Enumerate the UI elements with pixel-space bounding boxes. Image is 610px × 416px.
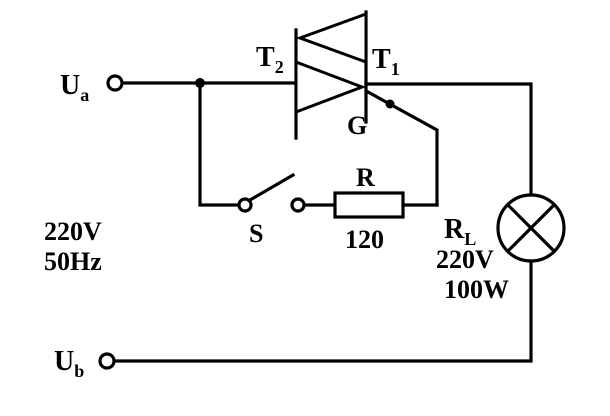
label-ua: Ua	[60, 70, 89, 105]
label-switch: S	[249, 219, 263, 248]
junction-dot-gate	[385, 99, 395, 109]
switch-contact-left	[237, 197, 253, 213]
label-lamp-main: R	[444, 214, 465, 245]
label-t1-main: T	[372, 44, 391, 75]
label-ub: Ub	[54, 346, 84, 381]
switch-lever	[247, 172, 296, 203]
label-lamp-voltage: 220V	[436, 245, 494, 274]
label-ua-sub: a	[80, 85, 89, 105]
label-lamp-sub: L	[464, 229, 476, 249]
wire-branch-to-switch	[198, 81, 241, 207]
label-resistor: R	[356, 163, 375, 192]
triac-triangle-t1	[294, 59, 367, 115]
label-t1: T1	[372, 44, 400, 79]
ua-terminal	[106, 74, 124, 92]
triac-triangle-t2	[295, 11, 368, 65]
label-supply-frequency: 50Hz	[44, 247, 102, 276]
switch-contact-right	[290, 197, 306, 213]
label-lamp: RL	[444, 214, 476, 249]
label-ub-sub: b	[74, 361, 84, 381]
wire-lamp-to-ub	[112, 259, 533, 363]
label-ub-main: U	[54, 346, 74, 377]
label-lamp-power: 100W	[444, 275, 509, 304]
label-ua-main: U	[60, 70, 80, 101]
label-t2-sub: 2	[275, 57, 284, 77]
label-t2: T2	[256, 42, 284, 77]
label-supply-voltage: 220V	[44, 217, 102, 246]
wire-triac-to-lamp	[364, 82, 533, 197]
label-t1-sub: 1	[391, 59, 400, 79]
label-gate: G	[347, 111, 367, 140]
ub-terminal	[98, 352, 116, 370]
lamp-cross-stroke-2	[505, 202, 557, 254]
junction-dot-main	[195, 78, 205, 88]
label-resistor-value: 120	[345, 225, 384, 254]
label-t2-main: T	[256, 42, 275, 73]
gate-wire	[365, 89, 439, 207]
resistor-body	[333, 191, 405, 219]
